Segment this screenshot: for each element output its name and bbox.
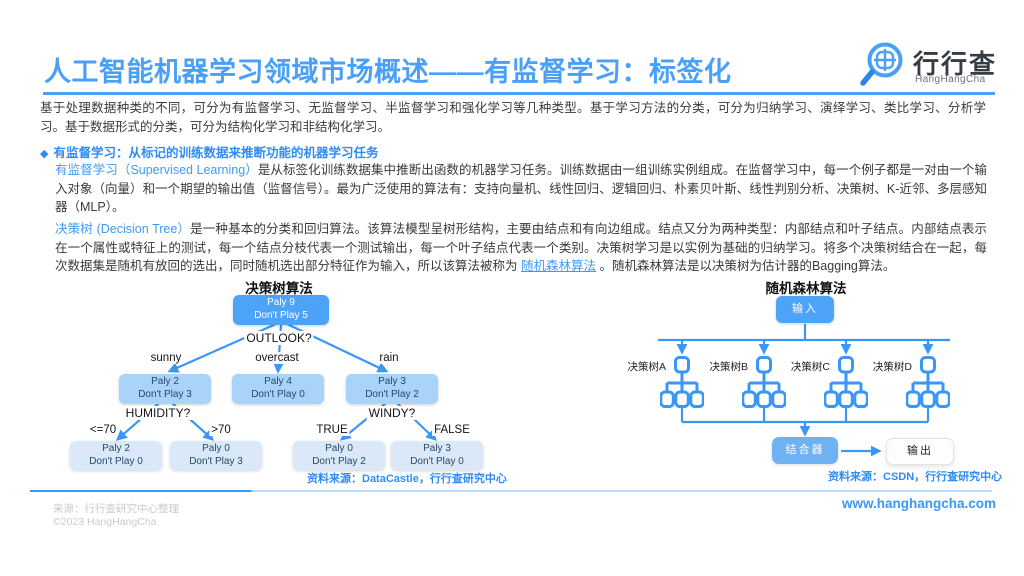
page-title: 人工智能机器学习领域市场概述——有监督学习：标签化 bbox=[44, 57, 732, 87]
dtree-node-sunny: Paly 2 Don't Play 3 bbox=[119, 374, 211, 404]
dtree-node-rain: Paly 3 Don't Play 2 bbox=[346, 374, 438, 404]
forest-tree-d-label: 决策树D bbox=[872, 361, 912, 373]
dtree-branch-true: TRUE bbox=[314, 424, 350, 436]
dtree-node-rain-line1: Paly 3 bbox=[378, 376, 406, 387]
decision-tree-body-1: 是一种基本的分类和回归算法。该算法模型呈树形结构，主要由结点和有向边组成。结点又… bbox=[55, 222, 987, 274]
dtree-leaf-1-line1: Paly 2 bbox=[102, 443, 130, 454]
forest-source-caption: 资料来源：CSDN，行行查研究中心 bbox=[828, 471, 1003, 483]
dtree-root-line2: Don't Play 5 bbox=[254, 309, 308, 321]
dtree-branch-sunny: sunny bbox=[148, 352, 184, 364]
brand-logo: 行行查 HangHangCha bbox=[858, 36, 998, 90]
dtree-root-line1: Paly 9 bbox=[267, 297, 295, 308]
dtree-split-windy: WINDY? bbox=[366, 406, 418, 420]
mini-tree-icon bbox=[660, 356, 704, 408]
footer-copyright: ©2023 HangHangCha bbox=[53, 516, 157, 528]
magnifier-grid-icon bbox=[860, 42, 903, 86]
mini-tree-icon bbox=[906, 356, 950, 408]
mini-tree-icon bbox=[742, 356, 786, 408]
forest-input-node: 输入 bbox=[776, 296, 834, 323]
decision-tree-diagram-title: 决策树算法 bbox=[245, 281, 313, 296]
dtree-branch-overcast: overcast bbox=[253, 352, 301, 364]
supervised-learning-paragraph: 有监督学习（Supervised Learning）是从标签化训练数据集中推断出… bbox=[55, 161, 987, 217]
decision-tree-paragraph: 决策树 (Decision Tree）是一种基本的分类和回归算法。该算法模型呈树… bbox=[55, 220, 987, 276]
brand-latin-name: HangHangCha bbox=[915, 74, 986, 85]
random-forest-link[interactable]: 随机森林算法 bbox=[520, 259, 596, 274]
dtree-leaf-2-line1: Paly 0 bbox=[202, 443, 230, 454]
dtree-branch-gt70: >70 bbox=[209, 424, 233, 436]
dtree-node-rain-line2: Don't Play 2 bbox=[365, 388, 419, 400]
dtree-root-node: Paly 9 Don't Play 5 bbox=[233, 295, 329, 325]
dtree-leaf-2-line2: Don't Play 3 bbox=[189, 455, 243, 467]
title-underline bbox=[43, 92, 995, 95]
footer-website-link[interactable]: www.hanghangcha.com bbox=[842, 496, 997, 511]
diamond-icon: ◆ bbox=[40, 148, 49, 160]
dtree-branch-false: FALSE bbox=[432, 424, 472, 436]
mini-tree-icon bbox=[824, 356, 868, 408]
dtree-node-overcast-line2: Don't Play 0 bbox=[251, 388, 305, 400]
section-heading: ◆ 有监督学习：从标记的训练数据来推断功能的机器学习任务 bbox=[40, 142, 378, 161]
dtree-leaf-1: Paly 2 Don't Play 0 bbox=[70, 441, 162, 470]
intro-paragraph: 基于处理数据种类的不同，可分为有监督学习、无监督学习、半监督学习和强化学习等几种… bbox=[40, 101, 986, 134]
dtree-leaf-3-line2: Don't Play 2 bbox=[312, 455, 366, 467]
dtree-branch-le70: <=70 bbox=[87, 424, 119, 436]
dtree-leaf-2: Paly 0 Don't Play 3 bbox=[170, 441, 262, 470]
dtree-node-sunny-line2: Don't Play 3 bbox=[138, 388, 192, 400]
dtree-leaf-4-line1: Paly 3 bbox=[423, 443, 451, 454]
dtree-leaf-4: Paly 3 Don't Play 0 bbox=[391, 441, 483, 470]
forest-tree-b-label: 决策树B bbox=[709, 361, 748, 373]
dtree-node-sunny-line1: Paly 2 bbox=[151, 376, 179, 387]
dtree-branch-rain: rain bbox=[377, 352, 401, 364]
footer-source-line: 来源：行行查研究中心整理 bbox=[53, 503, 179, 515]
decision-tree-body-2: 。随机森林算法是以决策树为估计器的Bagging算法。 bbox=[596, 259, 896, 274]
dtree-leaf-1-line2: Don't Play 0 bbox=[89, 455, 143, 467]
dtree-split-outlook: OUTLOOK? bbox=[244, 331, 314, 345]
dtree-node-overcast: Paly 4 Don't Play 0 bbox=[232, 374, 324, 404]
forest-tree-c-label: 决策树C bbox=[790, 361, 830, 373]
dtree-leaf-3-line1: Paly 0 bbox=[325, 443, 353, 454]
dtree-node-overcast-line1: Paly 4 bbox=[264, 376, 292, 387]
random-forest-diagram-title: 随机森林算法 bbox=[765, 281, 847, 296]
forest-tree-a-label: 决策树A bbox=[627, 361, 666, 373]
forest-output-node: 输出 bbox=[886, 438, 954, 465]
dtree-leaf-3: Paly 0 Don't Play 2 bbox=[293, 441, 385, 470]
section-heading-text: 有监督学习：从标记的训练数据来推断功能的机器学习任务 bbox=[53, 146, 379, 160]
dtree-leaf-4-line2: Don't Play 0 bbox=[410, 455, 464, 467]
decision-tree-term: 决策树 (Decision Tree） bbox=[55, 222, 191, 236]
supervised-learning-term: 有监督学习（Supervised Learning） bbox=[55, 163, 258, 177]
dtree-split-humidity: HUMIDITY? bbox=[123, 406, 193, 420]
dtree-source-caption: 资料来源：DataCastle，行行查研究中心 bbox=[307, 473, 507, 485]
brand-name: 行行查 bbox=[913, 49, 998, 79]
footer-divider bbox=[30, 490, 992, 492]
supervised-learning-body: 是从标签化训练数据集中推断出函数的机器学习任务。训练数据由一组训练实例组成。在监… bbox=[55, 163, 987, 215]
forest-combiner-node: 结合器 bbox=[772, 437, 838, 464]
